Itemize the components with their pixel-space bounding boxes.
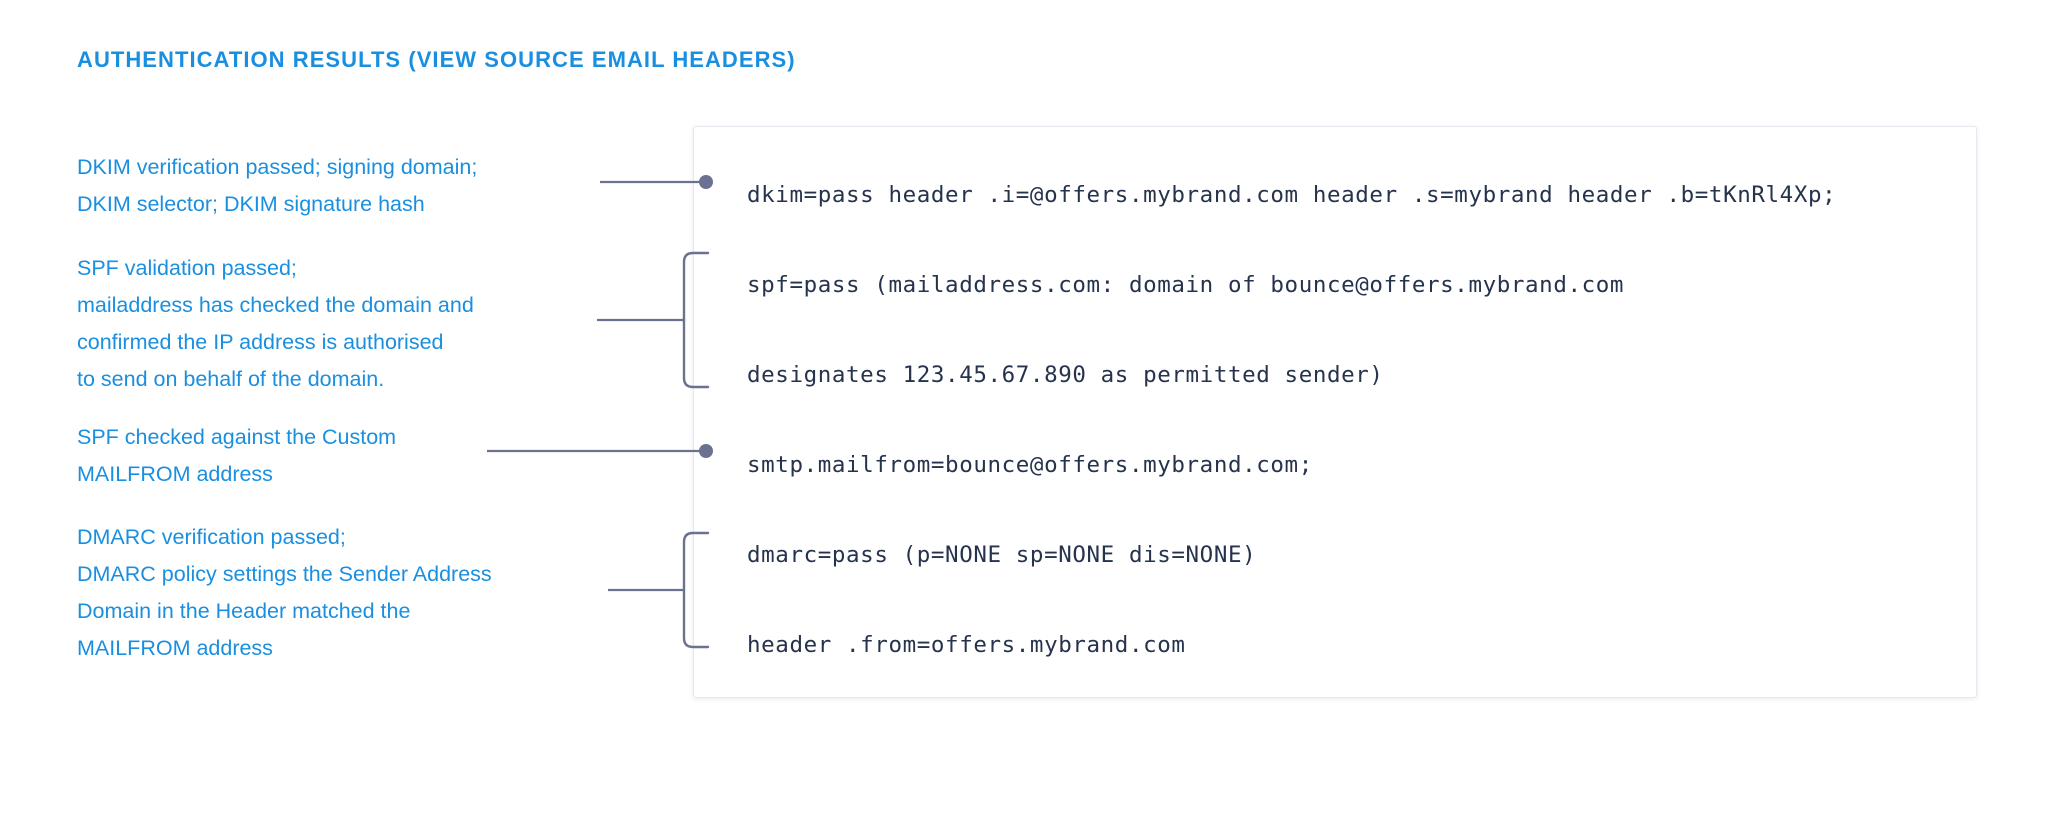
annotation-dmarc-line-2: DMARC policy settings the Sender Address bbox=[77, 562, 492, 586]
annotation-smtp-line-1: SPF checked against the Custom bbox=[77, 425, 397, 449]
annotation-spf: SPF validation passed; mailaddress has c… bbox=[77, 250, 474, 398]
annotation-dmarc-line-3: Domain in the Header matched the bbox=[77, 599, 411, 623]
annotation-spf-line-4: to send on behalf of the domain. bbox=[77, 367, 385, 391]
code-line-spf-designates: designates 123.45.67.890 as permitted se… bbox=[747, 362, 1384, 388]
annotation-spf-line-3: confirmed the IP address is authorised bbox=[77, 330, 444, 354]
annotation-dmarc: DMARC verification passed; DMARC policy … bbox=[77, 519, 492, 667]
connector-smtp-mailfrom bbox=[487, 444, 713, 458]
code-line-smtp-mailfrom: smtp.mailfrom=bounce@offers.mybrand.com; bbox=[747, 452, 1313, 478]
annotation-dmarc-line-1: DMARC verification passed; bbox=[77, 525, 346, 549]
annotation-dkim: DKIM verification passed; signing domain… bbox=[77, 149, 477, 223]
connector-spf bbox=[597, 251, 710, 389]
code-line-dkim: dkim=pass header .i=@offers.mybrand.com … bbox=[747, 182, 1837, 208]
annotation-spf-line-1: SPF validation passed; bbox=[77, 256, 297, 280]
annotation-smtp-mailfrom: SPF checked against the Custom MAILFROM … bbox=[77, 419, 396, 493]
code-line-dmarc: dmarc=pass (p=NONE sp=NONE dis=NONE) bbox=[747, 542, 1257, 568]
annotation-dmarc-line-4: MAILFROM address bbox=[77, 636, 273, 660]
code-line-header-from: header .from=offers.mybrand.com bbox=[747, 632, 1186, 658]
annotation-dkim-line-1: DKIM verification passed; signing domain… bbox=[77, 155, 478, 179]
annotation-spf-line-2: mailaddress has checked the domain and bbox=[77, 293, 474, 317]
email-headers-panel: dkim=pass header .i=@offers.mybrand.com … bbox=[693, 126, 1977, 698]
annotation-smtp-line-2: MAILFROM address bbox=[77, 462, 273, 486]
annotation-dkim-line-2: DKIM selector; DKIM signature hash bbox=[77, 192, 425, 216]
page-title: AUTHENTICATION RESULTS (VIEW SOURCE EMAI… bbox=[77, 47, 796, 72]
code-line-spf: spf=pass (mailaddress.com: domain of bou… bbox=[747, 272, 1625, 298]
